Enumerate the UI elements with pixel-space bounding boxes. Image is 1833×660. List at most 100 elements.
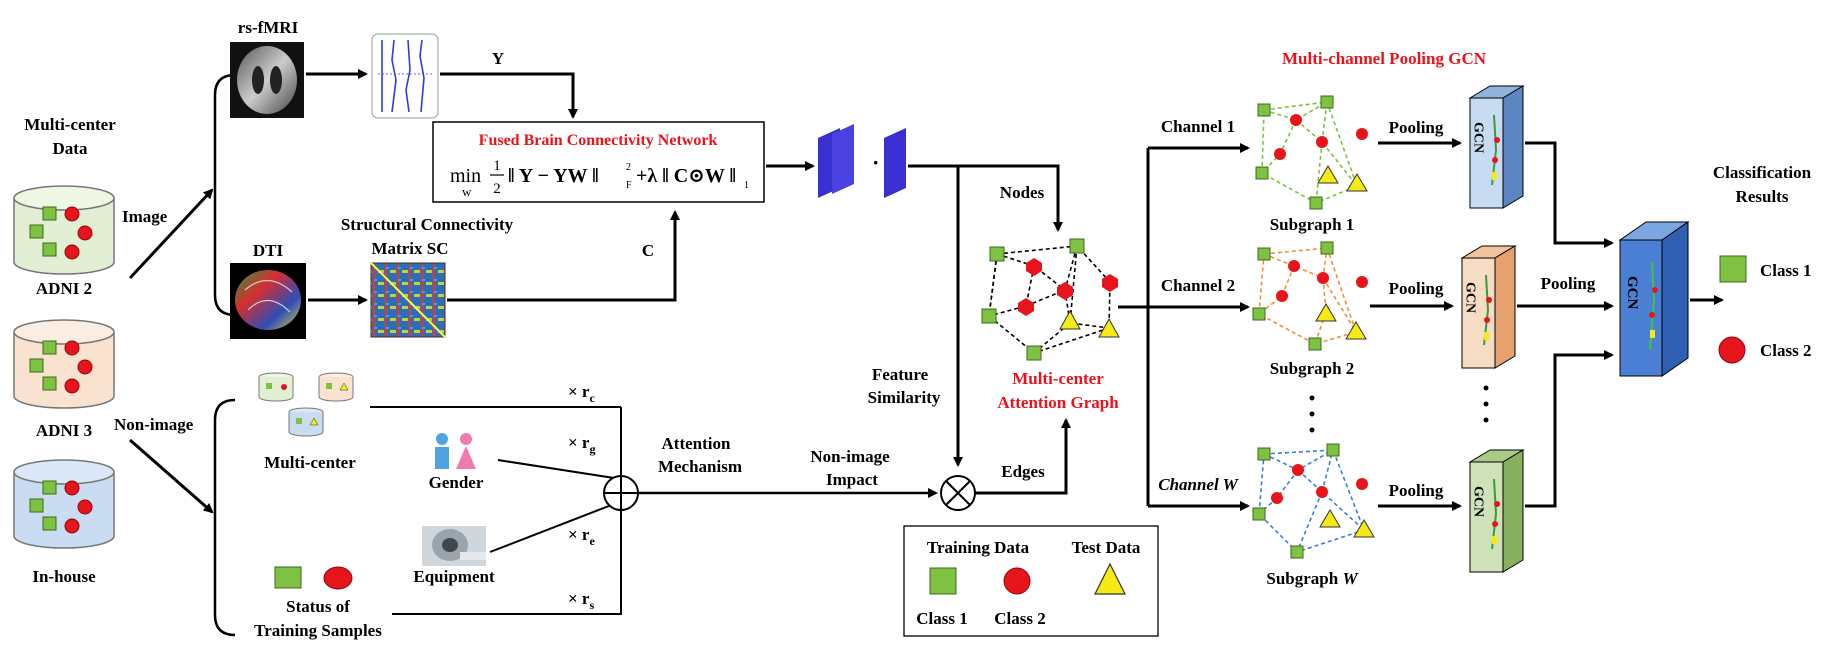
subgraph2 bbox=[1253, 242, 1368, 350]
weight-g: × rg bbox=[568, 433, 595, 456]
gcn1-label: GCN bbox=[1471, 122, 1486, 153]
training-samples-icon bbox=[275, 567, 352, 589]
subgraphw-label: Subgraph W bbox=[1266, 569, 1359, 588]
fused-title: Fused Brain Connectivity Network bbox=[479, 132, 718, 149]
formula-plus: +λ ‖ C⊙W ‖ bbox=[636, 165, 736, 187]
multicenter-label: Multi-center bbox=[264, 453, 356, 472]
result-class1-square bbox=[1720, 256, 1746, 282]
final-gcn-label: GCN bbox=[1624, 276, 1640, 310]
weight-e: × re bbox=[568, 525, 595, 548]
weight-s: × rs bbox=[568, 589, 594, 612]
final-gcn-block: GCN bbox=[1620, 222, 1688, 376]
equipment-line bbox=[490, 504, 614, 552]
multicenter-title-2: Data bbox=[53, 139, 88, 158]
adni3-label: ADNI 3 bbox=[36, 421, 92, 440]
gcn2-label: GCN bbox=[1463, 282, 1478, 313]
weight-c: × rc bbox=[568, 382, 595, 405]
result-class2-circle bbox=[1719, 337, 1745, 363]
sc-matrix-image bbox=[371, 263, 445, 337]
status-label-1: Status of bbox=[286, 597, 350, 616]
sc-title-2: Matrix SC bbox=[372, 239, 449, 258]
formula-f-sup: 2 bbox=[626, 162, 631, 173]
legend-box: Training Data Test Data Class 1 Class 2 bbox=[904, 526, 1158, 636]
feature-label-1: Feature bbox=[872, 365, 929, 384]
y-label: Y bbox=[492, 49, 504, 68]
channel2-label: Channel 2 bbox=[1161, 276, 1235, 295]
inhouse-label: In-house bbox=[32, 567, 96, 586]
attention-graph-nodes bbox=[982, 239, 1119, 360]
gender-line bbox=[498, 460, 614, 478]
formula-f-sub: F bbox=[626, 180, 632, 191]
subgraph1-label: Subgraph 1 bbox=[1270, 215, 1355, 234]
formula-body: ‖ Y − YW ‖ bbox=[508, 165, 599, 187]
image-label: Image bbox=[122, 207, 168, 226]
multicenter-title-1: Multi-center bbox=[24, 115, 116, 134]
y-arrow bbox=[440, 74, 573, 117]
pooling1-label: Pooling bbox=[1389, 118, 1444, 137]
attention-label-1: Attention bbox=[662, 434, 731, 453]
subgraph1 bbox=[1256, 96, 1368, 209]
subgraphw bbox=[1253, 444, 1374, 558]
channel1-label: Channel 1 bbox=[1161, 117, 1235, 136]
adni2-cylinder bbox=[14, 186, 114, 274]
result-class1-label: Class 1 bbox=[1760, 261, 1811, 280]
adni2-label: ADNI 2 bbox=[36, 279, 92, 298]
sc-title-1: Structural Connectivity bbox=[341, 215, 514, 234]
gcn-ellipsis bbox=[1484, 386, 1489, 423]
formula-half-den: 2 bbox=[493, 181, 501, 197]
legend-class1-square bbox=[930, 568, 956, 594]
gcn-block-1: GCN bbox=[1470, 86, 1523, 208]
legend-test: Test Data bbox=[1072, 538, 1141, 557]
channelw-label: Channel W bbox=[1158, 475, 1239, 494]
poolingw-label: Pooling bbox=[1389, 481, 1444, 500]
legend-class1: Class 1 bbox=[916, 609, 967, 628]
impact-label-2: Impact bbox=[826, 470, 878, 489]
pooling-gcn-title: Multi-channel Pooling GCN bbox=[1282, 49, 1487, 68]
nonimage-brace bbox=[215, 400, 235, 635]
result-class2-label: Class 2 bbox=[1760, 341, 1811, 360]
pooling2-label: Pooling bbox=[1389, 279, 1444, 298]
legend-class2: Class 2 bbox=[994, 609, 1045, 628]
gcnw-to-final-arrow bbox=[1525, 355, 1612, 506]
graph-title-1: Multi-center bbox=[1012, 369, 1104, 388]
c-label: C bbox=[642, 241, 654, 260]
status-label-2: Training Samples bbox=[254, 621, 382, 640]
edges-label: Edges bbox=[1001, 462, 1045, 481]
fmri-signal-icon bbox=[372, 34, 438, 118]
nonimage-label: Non-image bbox=[114, 415, 194, 434]
multicenter-db-icons bbox=[259, 373, 353, 436]
formula-w-sub: w bbox=[462, 184, 472, 199]
fmri-brain-image bbox=[230, 42, 304, 118]
attention-graph bbox=[989, 246, 1110, 353]
formula-half-num: 1 bbox=[493, 158, 501, 174]
dti-label: DTI bbox=[253, 241, 284, 260]
oplus-symbol bbox=[604, 476, 638, 510]
subgraph-ellipsis bbox=[1310, 396, 1315, 433]
feature-label-2: Similarity bbox=[868, 388, 941, 407]
final-pooling-label: Pooling bbox=[1541, 274, 1596, 293]
inhouse-cylinder bbox=[14, 460, 114, 548]
results-title-1: Classification bbox=[1713, 163, 1812, 182]
nodes-label: Nodes bbox=[1000, 183, 1045, 202]
attention-label-2: Mechanism bbox=[658, 457, 742, 476]
subgraph2-label: Subgraph 2 bbox=[1270, 359, 1355, 378]
dti-image bbox=[230, 263, 306, 339]
nonimage-arrow bbox=[130, 440, 212, 512]
equipment-label: Equipment bbox=[413, 567, 495, 586]
adni3-cylinder bbox=[14, 320, 114, 408]
impact-label-1: Non-image bbox=[810, 447, 890, 466]
brain-network-stack: · · · bbox=[818, 124, 906, 198]
gender-label: Gender bbox=[429, 473, 484, 492]
edges-arrow bbox=[975, 420, 1066, 493]
legend-class2-circle bbox=[1004, 568, 1030, 594]
fmri-label: rs-fMRI bbox=[238, 18, 299, 37]
graph-title-2: Attention Graph bbox=[997, 393, 1119, 412]
gcn-block-2: GCN bbox=[1462, 246, 1515, 368]
results-title-2: Results bbox=[1736, 187, 1789, 206]
gender-icon bbox=[435, 433, 476, 469]
formula-one-sub: 1 bbox=[744, 180, 749, 191]
legend-training: Training Data bbox=[927, 538, 1030, 557]
equipment-image bbox=[422, 526, 486, 566]
otimes-symbol bbox=[941, 476, 975, 510]
